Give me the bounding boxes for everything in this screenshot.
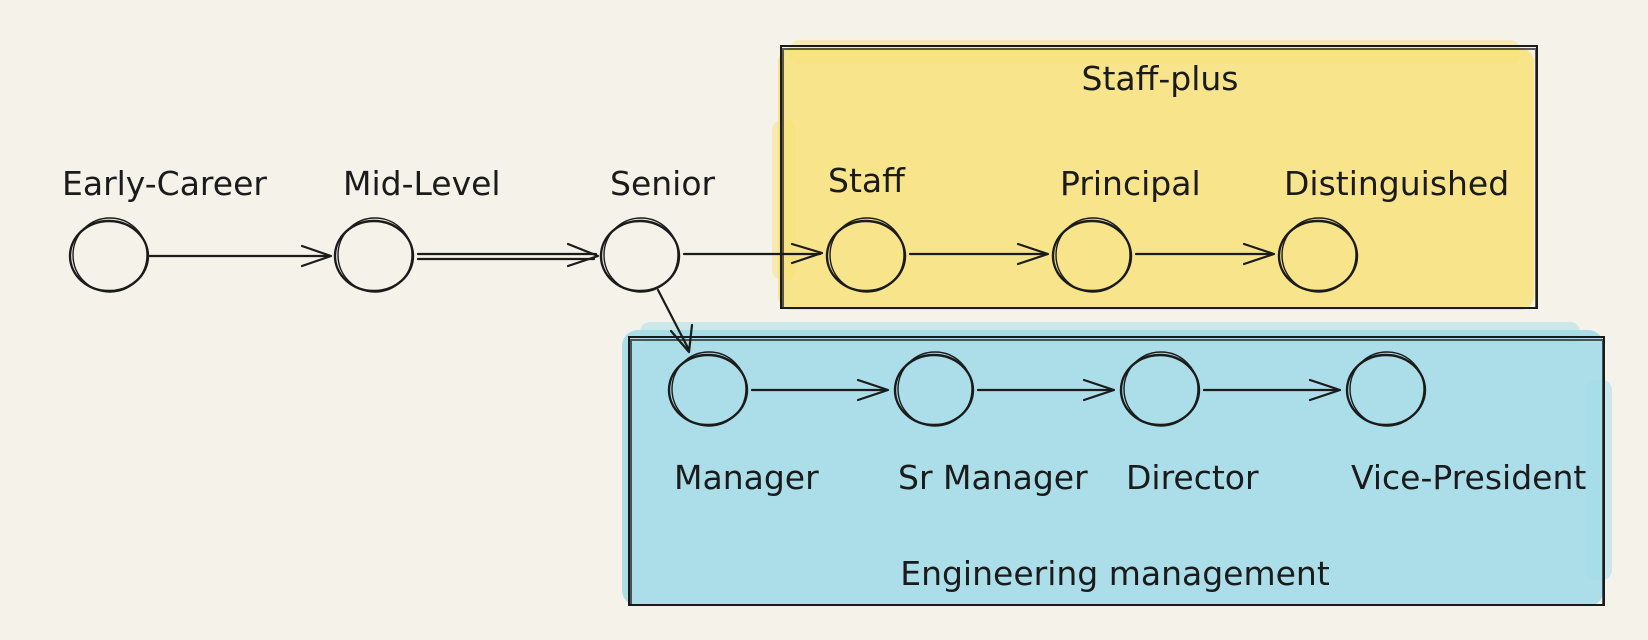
edge-staff-to-principal — [908, 242, 1050, 266]
engineering-management-title: Engineering management — [900, 554, 1330, 593]
label-staff: Staff — [828, 161, 906, 200]
node-early-career — [68, 217, 150, 293]
label-vice-president: Vice-President — [1351, 458, 1586, 497]
label-distinguished: Distinguished — [1284, 164, 1509, 203]
node-sr-manager — [893, 351, 975, 427]
label-sr-manager: Sr Manager — [898, 458, 1088, 497]
edge-director-to-vice-president — [1202, 378, 1342, 402]
label-manager: Manager — [674, 458, 819, 497]
engineering-management-wash — [622, 322, 1612, 606]
edge-senior-to-manager — [656, 288, 694, 354]
label-principal: Principal — [1060, 164, 1201, 203]
node-staff — [825, 217, 907, 293]
node-manager — [667, 351, 749, 427]
edge-early-career-to-mid-level — [148, 244, 333, 268]
edge-principal-to-distinguished — [1134, 242, 1276, 266]
node-distinguished — [1277, 217, 1359, 293]
node-principal — [1051, 217, 1133, 293]
label-senior: Senior — [610, 164, 716, 203]
node-director — [1119, 351, 1201, 427]
edge-mid-level-to-senior — [416, 242, 600, 268]
label-early-career: Early-Career — [62, 164, 267, 203]
label-director: Director — [1126, 458, 1259, 497]
staff-plus-frame — [780, 45, 1538, 309]
node-senior — [599, 217, 681, 293]
engineering-management-frame — [628, 336, 1605, 606]
edge-manager-to-sr-manager — [750, 378, 890, 402]
node-vice-president — [1345, 351, 1427, 427]
edge-sr-manager-to-director — [976, 378, 1116, 402]
staff-plus-title: Staff-plus — [1082, 59, 1239, 98]
node-mid-level — [333, 217, 415, 293]
label-mid-level: Mid-Level — [343, 164, 501, 203]
edge-senior-to-staff — [682, 242, 824, 265]
